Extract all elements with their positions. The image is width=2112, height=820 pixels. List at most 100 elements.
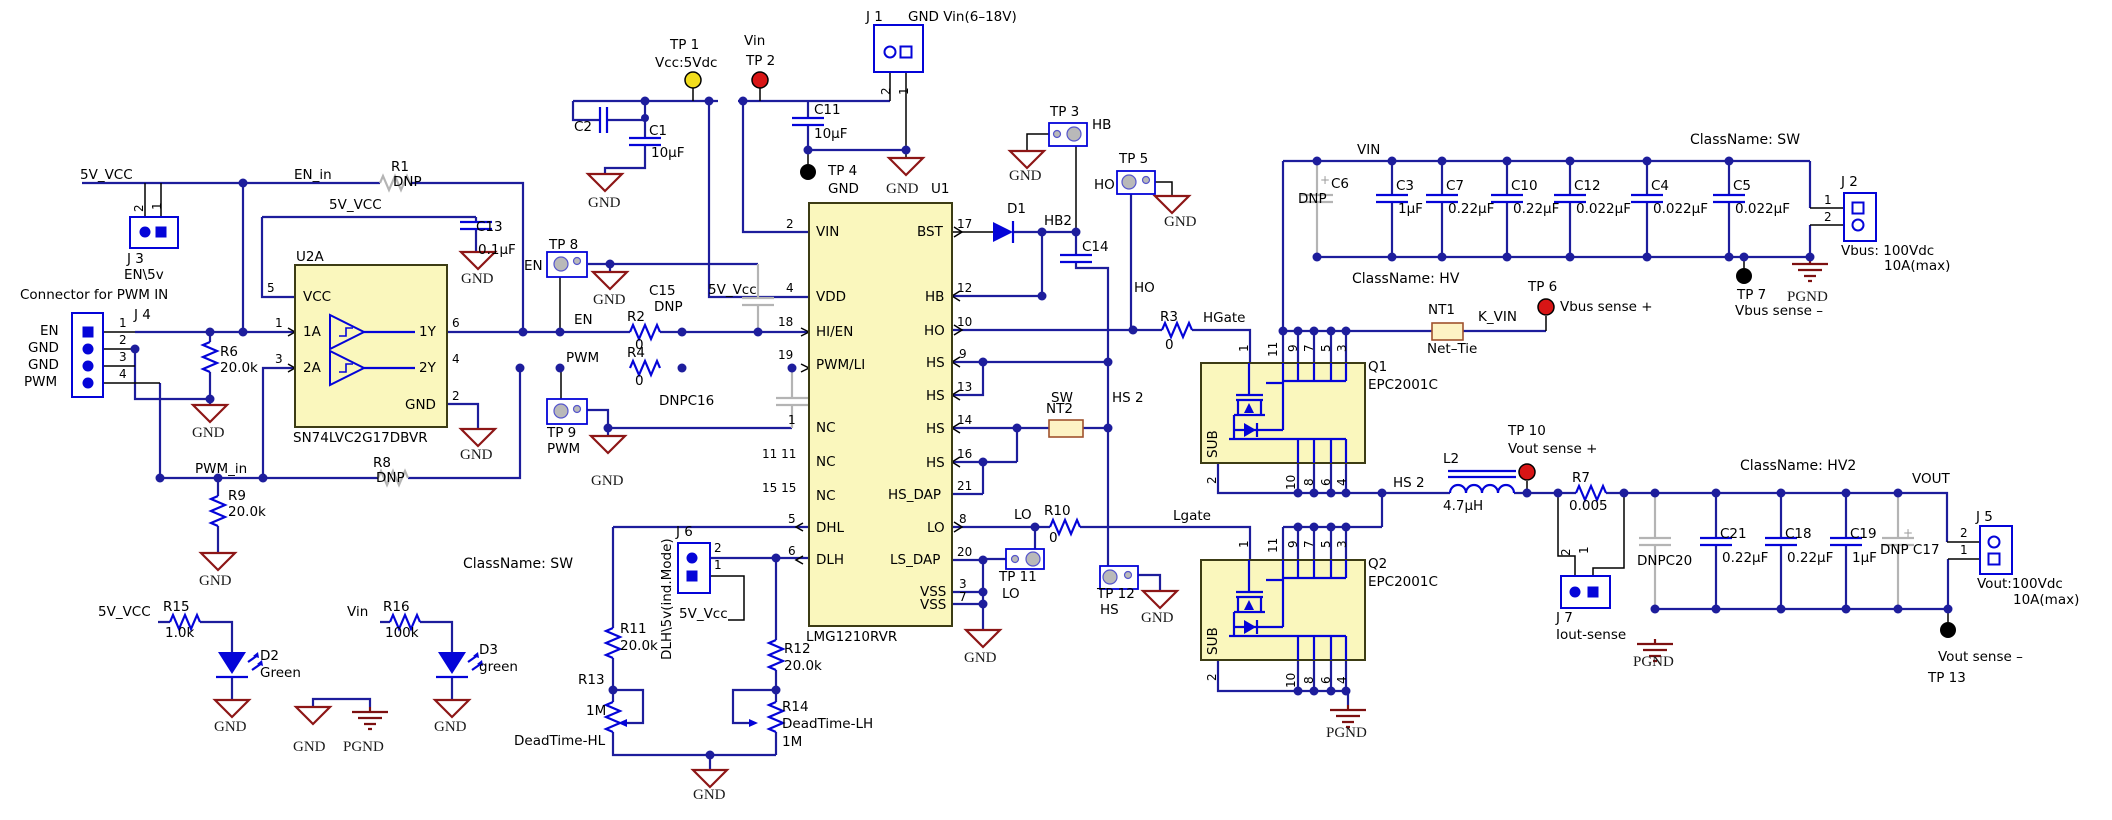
label-r8-ref: R8 [373,455,391,471]
tp10-testpoint[interactable] [1518,463,1536,481]
label-tp4-ref: TP 4 [828,163,858,179]
label-c13-val: 0.1µF [478,242,516,258]
tp4-testpoint[interactable] [800,164,816,180]
tp12-testpoint[interactable] [1099,565,1139,590]
label-u2-p4: 4 [452,352,460,366]
tp8-testpoint[interactable] [546,251,588,278]
label-gnd-mid: GND [293,739,326,755]
label-gnd-tp3: GND [1009,168,1042,184]
d3-led[interactable] [436,652,483,679]
l2-inductor[interactable] [1448,469,1516,494]
label-q1-sub: SUB [1205,430,1221,458]
label-r7-val: 0.005 [1569,498,1608,514]
j1-connector[interactable] [873,24,924,73]
label-r9-val: 20.0k [228,504,266,520]
tp7-testpoint[interactable] [1736,268,1752,284]
label-q2-ref: Q2 [1368,556,1388,572]
label-c1-val: 10µF [651,145,685,161]
label-c21-ref: C21 [1720,526,1747,542]
label-j4-gnd-b: GND [28,357,59,373]
tp5-testpoint[interactable] [1116,170,1156,195]
tp9-testpoint[interactable] [546,398,588,425]
tp1-testpoint[interactable] [684,71,702,89]
label-r4-ref: R4 [627,345,645,361]
label-r13-ref: R13 [578,672,605,688]
j2-connector[interactable] [1843,192,1877,242]
label-c12-ref: C12 [1574,178,1601,194]
label-pgnd-mid: PGND [343,739,384,755]
label-tp5-net: HO [1094,177,1115,193]
label-r9-ref: R9 [228,488,246,504]
j6-connector[interactable] [677,542,711,594]
label-nt1-ref: NT1 [1428,302,1455,318]
label-j4-en: EN [40,323,59,339]
label-j4-p1: 1 [119,316,127,330]
r13-potentiometer[interactable] [604,700,627,734]
label-classname-sw-right: ClassName: SW [1690,132,1801,148]
label-q1-ref: Q1 [1368,359,1388,375]
label-u1-nc1: NC [816,420,836,436]
label-u1-p21: 21 [957,479,973,493]
label-gnd-r6: GND [192,425,225,441]
label-r8-val: DNP [376,470,405,486]
label-net-vin-r16: Vin [347,604,369,620]
label-gnd-tp12: GND [1141,610,1174,626]
label-gnd-c13: GND [461,271,494,287]
label-deadtime-hl: DeadTime-HL [514,733,606,749]
label-gnd-r9: GND [199,573,232,589]
label-net-k-vin: K_VIN [1478,309,1517,325]
label-classname-sw-left: ClassName: SW [463,556,574,572]
label-tp11-net: LO [1002,586,1020,602]
label-u1-p18: 18 [778,315,794,329]
label-q2-pb8: 8 [1302,676,1316,684]
r14-potentiometer[interactable] [749,700,785,734]
label-c6-val: DNP [1298,191,1327,207]
d1-diode[interactable] [993,221,1015,243]
label-net-5v-vcc-u2: 5V_VCC [329,197,382,213]
label-net-5v-vcc-r15: 5V_VCC [98,604,151,620]
label-c19-val: 1µF [1852,550,1877,566]
label-r1-ref: R1 [391,159,409,175]
tp6-testpoint[interactable] [1537,298,1555,316]
label-c12-val: 0.022µF [1576,201,1632,217]
tp2-testpoint[interactable] [751,71,769,89]
label-r2-val: 0 [635,337,644,353]
d2-led[interactable] [216,652,263,679]
label-tp8-ref: TP 8 [549,237,579,253]
label-net-vout: VOUT [1912,471,1950,487]
j3-connector[interactable] [129,216,179,249]
label-nt1-label: Net–Tie [1427,341,1478,357]
label-gnd-u2: GND [460,447,493,463]
tp13-testpoint[interactable] [1940,622,1956,638]
label-u1-dlh: DLH [816,552,845,568]
tp3-testpoint[interactable] [1048,122,1088,147]
u2a-buffer-ic[interactable] [294,264,448,428]
label-net-lo: LO [1014,507,1032,523]
tp11-testpoint[interactable] [1005,548,1045,570]
label-r11-val: 20.0k [620,638,658,654]
label-u2-p2: 2 [452,389,460,403]
label-j6-ref: J 6 [676,524,693,540]
label-c10-val: 0.22µF [1513,201,1560,217]
u1-gate-driver-ic[interactable] [808,202,953,627]
nt2-net-tie[interactable] [1048,419,1084,438]
label-c19-ref: C19 [1850,526,1877,542]
nt1-net-tie[interactable] [1431,322,1464,341]
label-c15-val: DNP [654,299,683,315]
label-c4-ref: C4 [1651,178,1670,194]
label-pgnd-c20: PGND [1633,654,1674,670]
label-r10-ref: R10 [1044,503,1071,519]
label-tp11-ref: TP 11 [999,569,1037,585]
label-j1-p1: 1 [897,87,911,95]
label-net-lgate: Lgate [1173,508,1211,524]
label-d3-val: green [479,659,518,675]
label-r13-val: 1M [586,703,607,719]
label-tp6-label: Vbus sense + [1560,299,1653,315]
c2-capacitor[interactable] [598,107,609,133]
j5-connector[interactable] [1979,525,2013,575]
label-u2-1y: 1Y [419,324,436,340]
j7-connector[interactable] [1560,575,1611,609]
j4-connector[interactable] [71,312,104,398]
label-tp10-label: Vout sense + [1508,441,1598,457]
label-gnd-tp8: GND [593,292,626,308]
